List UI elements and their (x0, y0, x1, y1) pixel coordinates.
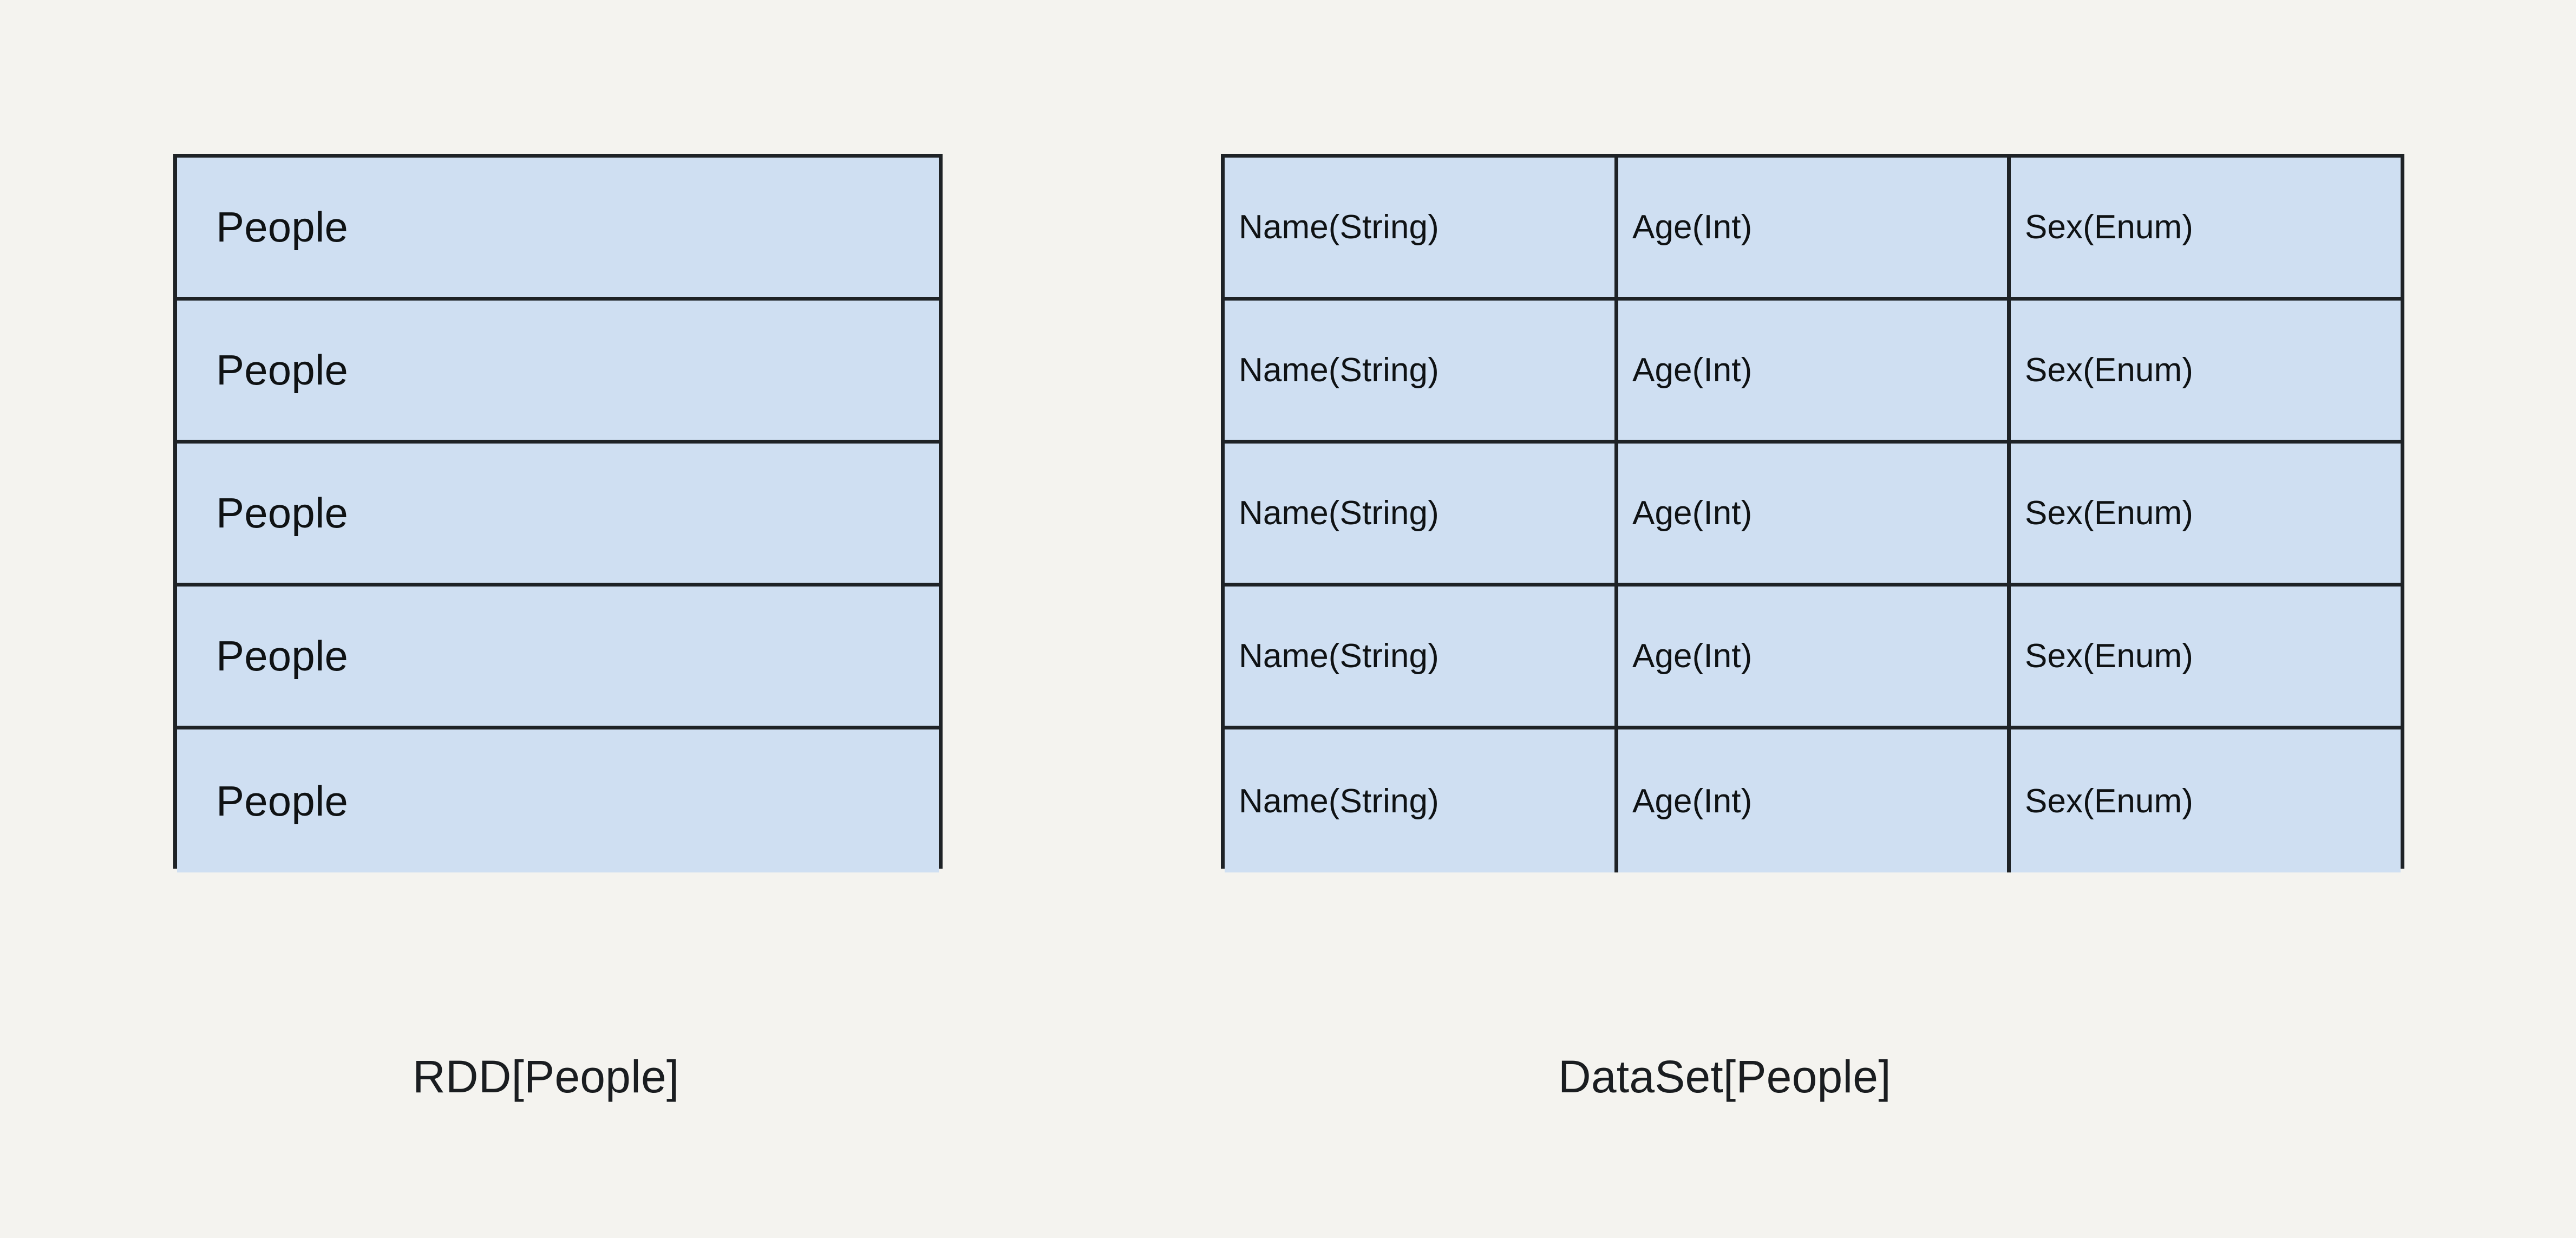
dataset-table: Name(String) Age(Int) Sex(Enum) Name(Str… (1221, 154, 2404, 872)
dataset-cell-name: Name(String) (1225, 158, 1618, 297)
table-row: People (177, 444, 939, 587)
rdd-cell: People (177, 301, 939, 440)
dataset-cell-sex: Sex(Enum) (2011, 158, 2401, 297)
dataset-cell-age: Age(Int) (1618, 444, 2011, 583)
table-row: People (177, 301, 939, 444)
table-row: People (177, 729, 939, 872)
rdd-cell: People (177, 444, 939, 583)
rdd-caption: RDD[People] (413, 1051, 679, 1102)
dataset-cell-age: Age(Int) (1618, 158, 2011, 297)
dataset-cell-name: Name(String) (1225, 444, 1618, 583)
table-row: People (177, 587, 939, 729)
dataset-cell-age: Age(Int) (1618, 587, 2011, 726)
dataset-cell-sex: Sex(Enum) (2011, 301, 2401, 440)
dataset-cell-sex: Sex(Enum) (2011, 729, 2401, 872)
dataset-cell-sex: Sex(Enum) (2011, 587, 2401, 726)
dataset-cell-name: Name(String) (1225, 729, 1618, 872)
rdd-cell: People (177, 158, 939, 297)
rdd-cell: People (177, 729, 939, 872)
table-row: Name(String) Age(Int) Sex(Enum) (1225, 444, 2401, 587)
dataset-cell-sex: Sex(Enum) (2011, 444, 2401, 583)
table-row: People (177, 158, 939, 301)
table-row: Name(String) Age(Int) Sex(Enum) (1225, 587, 2401, 729)
rdd-table: People People People People People (173, 154, 943, 872)
rdd-cell: People (177, 587, 939, 726)
dataset-cell-age: Age(Int) (1618, 301, 2011, 440)
table-row: Name(String) Age(Int) Sex(Enum) (1225, 729, 2401, 872)
dataset-caption: DataSet[People] (1558, 1051, 1891, 1102)
table-row: Name(String) Age(Int) Sex(Enum) (1225, 301, 2401, 444)
dataset-cell-name: Name(String) (1225, 301, 1618, 440)
dataset-cell-name: Name(String) (1225, 587, 1618, 726)
table-row: Name(String) Age(Int) Sex(Enum) (1225, 158, 2401, 301)
dataset-cell-age: Age(Int) (1618, 729, 2011, 872)
